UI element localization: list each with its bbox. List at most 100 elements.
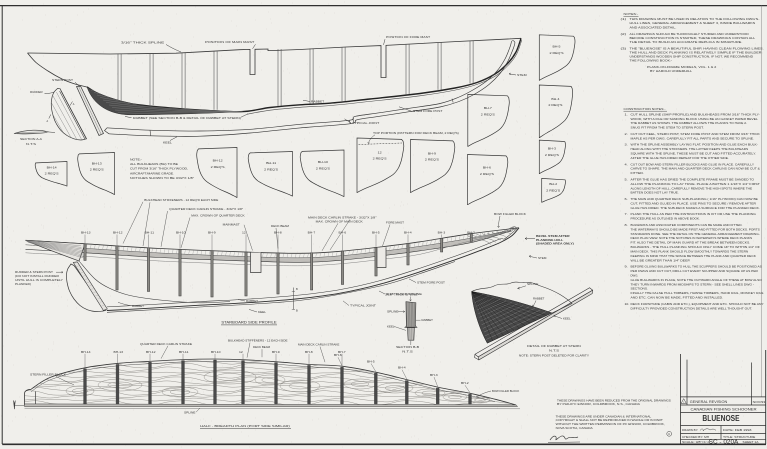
svg-text:SECTION A-A: SECTION A-A [20, 137, 42, 141]
svg-text:10.: 10. [625, 303, 630, 306]
svg-text:CUT HULL SPLINE (SHIP PROFILE): CUT HULL SPLINE (SHIP PROFILE) AND BULKH… [631, 113, 761, 116]
svg-text:MAINMAST: MAINMAST [223, 223, 241, 227]
svg-text:WILL BE GREATER THAN 1/4" DEEP: WILL BE GREATER THAN 1/4" DEEP. [631, 259, 691, 262]
svg-text:QUARTER DECK CARLIN STRAKE - 3: QUARTER DECK CARLIN STRAKE - 3/32"X 1/8" [169, 207, 243, 211]
svg-text:DECK FURNITURE (CABIN AND ETC.: DECK FURNITURE (CABIN AND ETC.), EQUIPME… [631, 303, 765, 306]
svg-text:2 REQ'S: 2 REQ'S [549, 51, 563, 55]
svg-text:BH-10: BH-10 [176, 232, 186, 235]
svg-text:CUT FROM 3/16" THICK PLYWOOD,: CUT FROM 3/16" THICK PLYWOOD, [130, 167, 188, 171]
svg-text:ALL DRAWINGS SHOULD BE THOROUG: ALL DRAWINGS SHOULD BE THOROUGHLY STUDIE… [630, 32, 749, 36]
svg-text:BH-10: BH-10 [211, 351, 221, 354]
svg-text:BH-6: BH-6 [483, 166, 492, 170]
svg-text:RABBET: RABBET [132, 304, 144, 308]
svg-text:DECK BEAM: DECK BEAM [253, 345, 270, 349]
svg-text:SC - 020A: SC - 020A [709, 439, 740, 445]
svg-text:STARBOARD SIDE PROFILE: STARBOARD SIDE PROFILE [221, 320, 276, 324]
svg-text:N.T.S: N.T.S [402, 349, 413, 353]
svg-text:BH-11: BH-11 [145, 232, 155, 235]
svg-text:2.: 2. [625, 133, 629, 136]
svg-text:BH-11: BH-11 [179, 351, 189, 354]
svg-text:SPLINE: SPLINE [527, 282, 539, 286]
svg-text:BH-9: BH-9 [428, 151, 437, 155]
svg-text:BH-4: BH-4 [404, 232, 413, 235]
svg-text:DIFFICULTY PROVIDED CONSTRUCT: DIFFICULTY PROVIDED CONSTRUCTION DETAILS… [631, 307, 753, 310]
svg-text:BH-11: BH-11 [266, 161, 277, 165]
svg-text:WITHOUT THE WRITTEN PERMISSION: WITHOUT THE WRITTEN PERMISSION OF P.F EI… [556, 422, 666, 426]
svg-text:BOW FILLER BLOCK: BOW FILLER BLOCK [492, 389, 519, 393]
svg-text:TOP PORTION (PATTERN FOR DECK: TOP PORTION (PATTERN FOR DECK BEAM, 2 RE… [373, 131, 459, 135]
svg-text:2 REQ'S: 2 REQ'S [546, 188, 560, 192]
svg-text:SQUARE WITH THE SPLINE, THESE: SQUARE WITH THE SPLINE, THESE MUST BE CU… [631, 153, 757, 156]
svg-text:HULL LINES, GENERAL ARRANGEMEN: HULL LINES, GENERAL ARRANGEMENT & SHEET … [630, 21, 756, 25]
svg-text:BH-7: BH-7 [308, 232, 317, 235]
svg-text:PER DWGS AND CUT OUT, DRILL CU: PER DWGS AND CUT OUT, DRILL CUT EVERY SC… [631, 270, 759, 273]
svg-text:BH-4: BH-4 [551, 97, 560, 101]
svg-text:RUDDER: RUDDER [30, 90, 43, 94]
svg-text:6.: 6. [625, 198, 629, 201]
svg-text:POSITION OF FORE MAST: POSITION OF FORE MAST [386, 35, 430, 39]
svg-text:SCALE: 3/8"=1'-0": SCALE: 3/8"=1'-0" [682, 440, 711, 444]
svg-text:PLANKED): PLANKED) [15, 282, 31, 286]
svg-text:3/16" THICK SPLINE: 3/16" THICK SPLINE [385, 293, 418, 296]
svg-text:BH-4: BH-4 [398, 367, 407, 370]
svg-text:5.: 5. [625, 179, 629, 182]
svg-text:THE HULL AND DECK PLANKING IS: THE HULL AND DECK PLANKING IS RELATIVELY… [630, 51, 762, 55]
svg-text:1.: 1. [625, 113, 629, 116]
svg-text:NOTCHES SHOWN TO BE 3/32"X 1/: NOTCHES SHOWN TO BE 3/32"X 1/8" [130, 176, 194, 180]
svg-text:CARVE TO SHAPE. THE MAIN AND: CARVE TO SHAPE. THE MAIN AND QUARTER DEC… [631, 168, 761, 171]
svg-text:BH-10: BH-10 [318, 160, 329, 164]
svg-text:SECTIONS.: SECTIONS. [631, 288, 649, 291]
svg-text:BH-6: BH-6 [339, 232, 348, 235]
svg-text:2 REQ'S: 2 REQ'S [481, 112, 495, 116]
svg-text:BOW FILLER BLOCK: BOW FILLER BLOCK [494, 212, 526, 216]
svg-text:MAIN DECK CARLIN STRAKE - 3/32: MAIN DECK CARLIN STRAKE - 3/32"X 1/8" [308, 216, 376, 220]
svg-text:2 REQ'S: 2 REQ'S [548, 103, 562, 107]
svg-text:RABBET: RABBET [311, 100, 325, 104]
svg-text:BH-12: BH-12 [146, 351, 156, 354]
svg-text:RABBET (SEE SECTION B-B & DE: RABBET (SEE SECTION B-B & DETAIL OF RABB… [133, 116, 241, 120]
svg-text:COPYRIGHT & SHALL NOT BE REPRO: COPYRIGHT & SHALL NOT BE REPRODUCED IN W… [556, 418, 664, 422]
svg-text:1: 1 [683, 402, 684, 404]
svg-text:KEEL: KEEL [163, 141, 172, 145]
svg-text:THE DETAIL TO BUILD AN ACCURAT: THE DETAIL TO BUILD AN ACCURATE REPLICA … [630, 40, 743, 44]
svg-text:STANDARDS DONE. SEE THE DETAI: STANDARDS DONE. SEE THE DETAIL ON THE GE… [631, 233, 761, 236]
svg-text:DATE: FEB 1993: DATE: FEB 1993 [723, 428, 752, 432]
svg-text:AIRCRAFT/MARINE GRADE.: AIRCRAFT/MARINE GRADE. [130, 171, 174, 175]
svg-text:MAIN DECK. THIS PLANK SHOULD: MAIN DECK. THIS PLANK SHOULD FLOW SMOOTH… [631, 251, 749, 254]
svg-text:A: A [47, 120, 49, 123]
svg-text:ALONG LENGTH OF HULL, CAREFULL: ALONG LENGTH OF HULL, CAREFULLY REMOVE T… [631, 187, 753, 190]
svg-text:THESE DRAWINGS ARE UNDER CANAD: THESE DRAWINGS ARE UNDER CANADIAN & INTE… [556, 414, 652, 418]
svg-text:3/16" THICK SPLINE: 3/16" THICK SPLINE [121, 41, 164, 45]
svg-text:(DO NOT INSTALL RUDDER: (DO NOT INSTALL RUDDER [15, 274, 59, 278]
svg-text:BH-3: BH-3 [548, 147, 557, 151]
svg-text:BULWARKS AND ASSOCIATED COMPON: BULWARKS AND ASSOCIATED COMPONENTS CAN B… [631, 224, 743, 227]
svg-text:BH-3: BH-3 [438, 232, 447, 235]
svg-text:DRAWN BY:: DRAWN BY: [682, 428, 698, 432]
svg-text:SECTION B-B: SECTION B-B [396, 345, 419, 349]
svg-text:2 REQ'S: 2 REQ'S [316, 166, 330, 170]
svg-text:THE FOLLOWING BOOK:-: THE FOLLOWING BOOK:- [630, 59, 673, 63]
svg-text:PLANKING HULL: PLANKING HULL [536, 238, 564, 242]
svg-text:BH-3: BH-3 [430, 374, 439, 377]
svg-text:12: 12 [378, 150, 383, 154]
svg-text:UNDERSTANDS WOODEN SHIP CONSTR: UNDERSTANDS WOODEN SHIP CONSTRUCTION, IF… [630, 55, 754, 59]
svg-text:2 REQ'S: 2 REQ'S [264, 167, 278, 171]
svg-text:BH-13: BH-13 [92, 161, 103, 165]
svg-text:PLANK-ON-FRAME MODELS, VOL. 1: PLANK-ON-FRAME MODELS, VOL. 1 & 2 [647, 65, 717, 69]
svg-text:BH-9: BH-9 [208, 232, 217, 235]
svg-text:MAIN DECK CARLIN STRAKE: MAIN DECK CARLIN STRAKE [298, 343, 340, 347]
svg-text:BH-8: BH-8 [305, 351, 314, 354]
svg-text:3/16" THICK SPLINE: 3/16" THICK SPLINE [386, 292, 422, 296]
svg-text:MAPLE AS PER DWG. CAREFULLY F: MAPLE AS PER DWG. CAREFULLY FIT ALL PART… [631, 137, 755, 140]
svg-text:BH-9: BH-9 [272, 351, 281, 354]
svg-text:STEM: STEM [538, 256, 547, 260]
svg-text:BH-13: BH-13 [81, 232, 91, 235]
svg-text:BH-8: BH-8 [274, 232, 283, 235]
svg-text:NOV/93: NOV/93 [753, 400, 766, 404]
svg-text:BH-7: BH-7 [484, 106, 493, 110]
svg-text:ALL BULKHEADS (BH) TO BE: ALL BULKHEADS (BH) TO BE [130, 162, 178, 166]
svg-text:KEEPING IN MIND THAT THE SPACE: KEEPING IN MIND THAT THE SPACE BETWEEN T… [631, 255, 757, 258]
svg-text:(SHADED AREA ONLY): (SHADED AREA ONLY) [536, 242, 574, 246]
svg-text:SPLINE: SPLINE [387, 311, 399, 314]
svg-text:NOVA SCOTIA, CANADA: NOVA SCOTIA, CANADA [556, 426, 593, 430]
